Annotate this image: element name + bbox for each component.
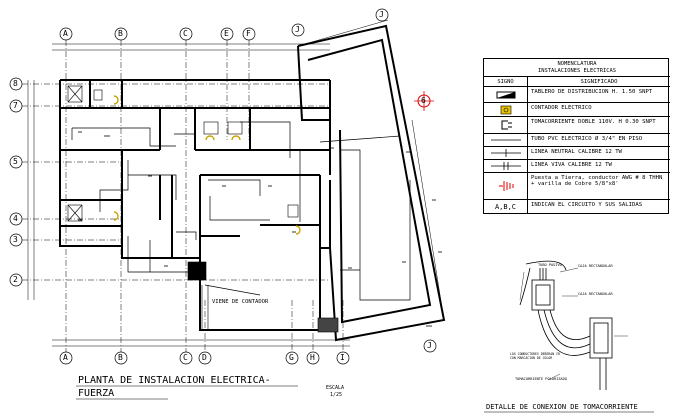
legend-col-significado: SIGNIFICADO [580,79,618,85]
grid-lines [22,40,344,352]
legend-subtitle: INSTALACIONES ELECTRICAS [538,68,616,74]
legend-header-row: SIGNO SIGNIFICADO [484,76,670,86]
legend-row-outlet: TOMACORRIENTE DOBLE 110V. H 0.30 SNPT [484,116,670,133]
axis-label-top-f: F [246,29,251,38]
ground-icon [484,173,528,199]
legend-text-live: LINEA VIVA CALIBRE 12 TW [531,162,612,168]
legend-row-meter: CONTADOR ELECTRICO [484,102,670,116]
legend-row-circuit: A,B,C INDICAN EL CIRCUITO Y SUS SALIDAS [484,199,670,214]
axis-label-top-a: A [63,29,68,38]
axis-label-top-b: B [118,29,123,38]
contador-note: VIENE DE CONTADOR [212,299,269,305]
axis-label-bottom-c: C [183,353,188,362]
live-line-icon [484,160,528,172]
axis-label-bottom-j: J [427,341,432,350]
legend-text-outlet: TOMACORRIENTE DOBLE 110V. H 0.30 SNPT [531,119,656,125]
pvc-conduit-icon [484,134,528,146]
building-walls [59,79,331,331]
legend-text-conduit: TUBO PVC ELECTRICO Ø 3/4" EN PISO [531,136,643,142]
axis-label-top-e: E [224,29,229,38]
axis-label-bottom-g: G [289,353,294,362]
legend-title: NOMENCLATURA [557,61,597,67]
distribution-board-icon [484,87,528,102]
scale-value: 1/25 [330,392,343,398]
legend-col-signo: SIGNO [484,77,528,86]
legend-text-meter: CONTADOR ELECTRICO [531,105,592,111]
plan-title: PLANTA DE INSTALACION ELECTRICA- [78,375,271,386]
axis-label-bottom-d: D [202,353,207,362]
axis-label-left-4: 4 [13,214,18,223]
detail-label-caja2: CAJA RECTANGULAR [578,292,613,296]
circuit-letters-symbol: A,B,C [484,200,528,214]
outlet-marks [78,131,442,327]
annex-walls [297,24,446,342]
legend-text-neutral: LINEA NEUTRAL CALIBRE 12 TW [531,149,622,155]
axis-label-bottom-b: B [118,353,123,362]
axis-label-bottom-a: A [63,353,68,362]
axis-label-top-j1: J [295,25,300,34]
axis-label-top-j2: J [379,10,384,19]
axis-label-bottom-i: I [340,353,345,362]
legend-text-circuit: INDICAN EL CIRCUITO Y SUS SALIDAS [531,202,643,208]
detail-leaders [519,267,628,381]
legend-row-ground: Puesta a Tierra, conductor AWG # 8 THHN … [484,172,670,199]
stair-hatch [187,261,339,333]
bathroom-fixtures [67,85,299,222]
detail-label-conductores: LOS CONDUCTORES DEBERAN IR CON MARCACION… [510,352,560,360]
axis-label-left-3: 3 [13,235,18,244]
detail-label-toma: TOMACORRIENTE POLARIZADO [515,377,567,381]
axis-label-left-2: 2 [13,275,18,284]
axis-label-marker-6: 6 [421,96,426,105]
legend-row-neutral: LINEA NEUTRAL CALIBRE 12 TW [484,146,670,159]
detail-label-caja1: CAJA RECTANGULAR [578,264,613,268]
axis-label-bottom-h: H [310,353,315,362]
legend-row-board: TABLERO DE DISTRIBUCION H. 1.50 SNPT [484,86,670,102]
neutral-line-icon [484,147,528,159]
double-outlet-icon [484,117,528,133]
legend-table: NOMENCLATURA INSTALACIONES ELECTRICAS SI… [483,58,670,214]
legend-text-ground: Puesta a Tierra, conductor AWG # 8 THHN … [531,175,663,187]
scale-label: ESCALA [326,385,345,391]
circuit-wiring [71,121,411,301]
detail-title: DETALLE DE CONEXION DE TOMACORRIENTE [486,403,638,411]
legend-text-board: TABLERO DE DISTRIBUCION H. 1.50 SNPT [531,89,653,95]
detail-label-tubo: TUBO PASIVO [538,263,562,267]
yellow-symbols [113,95,301,235]
outlet-detail-drawing [519,260,613,390]
legend-row-conduit: TUBO PVC ELECTRICO Ø 3/4" EN PISO [484,133,670,146]
dimension-lines [27,19,445,347]
axis-label-top-c: C [183,29,188,38]
axis-label-left-5: 5 [13,157,18,166]
plan-title-line2: FUERZA [78,388,115,399]
axis-label-left-7: 7 [13,101,18,110]
legend-row-live: LINEA VIVA CALIBRE 12 TW [484,159,670,172]
axis-label-left-8: 8 [13,79,18,88]
axis-bubbles [9,8,437,365]
electric-meter-icon [484,103,528,116]
